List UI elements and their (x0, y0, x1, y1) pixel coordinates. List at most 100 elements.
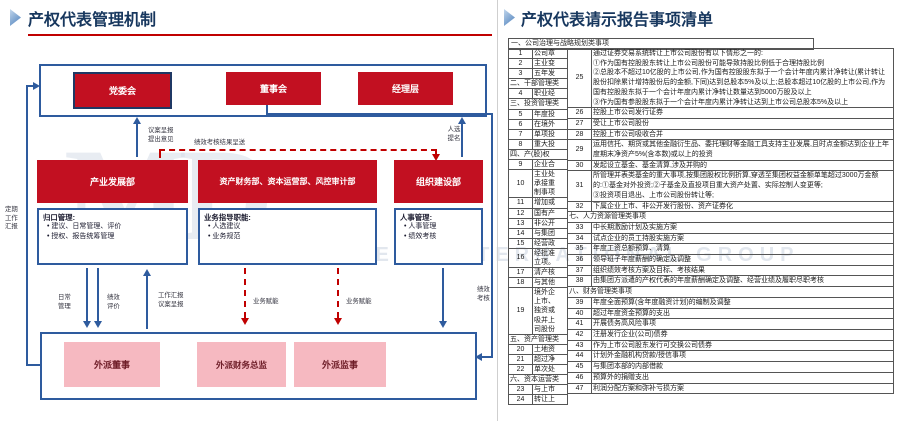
row-number-cell: 47 (567, 382, 592, 395)
row-text-cell: 超过年度资金预算的支出 (591, 307, 894, 320)
row-number-cell: 29 (567, 139, 592, 161)
subbox-hr-mgmt: 人事管理: 人事管理 绩效考核 (394, 208, 483, 265)
row-text-cell: 增加或 (532, 197, 568, 209)
row-number-cell: 16 (508, 247, 533, 269)
row-number-cell: 26 (567, 107, 592, 119)
subbox-business-guidance: 业务指导职能: 人选建议 业务规范 (198, 208, 377, 265)
row-text-cell: 职业经 (532, 88, 568, 100)
row-number-cell: 12 (508, 207, 533, 219)
row-number-cell: 18 (508, 277, 533, 289)
board-loop-line (491, 113, 493, 358)
row-number-cell: 33 (567, 221, 592, 234)
section-cell: 七、人力资源管理类事项 (567, 211, 894, 223)
row-text-cell: 单项投 (532, 128, 568, 140)
row-text-cell: 作为上市公司股东发行可交换公司债券 (591, 339, 894, 352)
subbox-bullet: 授权、报告统筹管理 (43, 232, 182, 242)
label-perf-eval: 绩效 评价 (107, 294, 120, 310)
row-text-cell: 与其他 (532, 277, 568, 289)
label-nomination: 人选 提名 (447, 126, 461, 142)
row-text-cell: 计划外金融机构贷款/授信事项 (591, 350, 894, 363)
row-text-cell: 控股上市公司吸收合并 (591, 128, 894, 141)
row-text-cell: 主业处 承接重 制事项 (532, 169, 568, 199)
row-number-cell: 37 (567, 264, 592, 277)
box-management-layer: 经理层 (358, 72, 453, 105)
row-text-cell: 控股上市公司发行证券 (591, 107, 894, 119)
row-text-cell: 组织绩效考核方案及目标、考核结果 (591, 264, 894, 277)
daily-arrow (86, 268, 88, 322)
perf-result-dash (159, 150, 161, 158)
left-loop-line (26, 85, 34, 87)
subbox-title: 归口管理: (43, 213, 76, 222)
perf-eval-arrow (97, 268, 99, 322)
perf-assess-arrow (442, 268, 444, 322)
row-number-cell: 28 (567, 128, 592, 141)
title-bullet-icon (10, 9, 21, 26)
row-text-cell: 由集团方派遣的产权代表的年度薪酬确定及调整、经营业绩及履职尽职考核 (591, 275, 894, 288)
perf-result-dash (159, 149, 437, 151)
arrowhead (334, 318, 342, 325)
row-text-cell: 国有产 (532, 207, 568, 219)
row-number-cell: 34 (567, 232, 592, 245)
row-number-cell: 25 (567, 47, 592, 109)
label-work-report: 工作汇报 议案呈报 (158, 292, 184, 308)
row-text-cell: 与上市 (532, 384, 568, 396)
row-number-cell: 36 (567, 254, 592, 266)
section-row: 二、干部管理类 (508, 78, 568, 90)
board-loop-line (266, 113, 493, 115)
work-report-arrow (146, 274, 148, 329)
row-number-cell: 8 (508, 138, 533, 150)
arrowhead (241, 318, 249, 325)
row-number-cell: 45 (567, 361, 592, 373)
row-text-cell: 单次处 (532, 363, 568, 376)
row-text-cell: 土地资 (532, 343, 568, 355)
section-cell: 四、产(股)权 (508, 148, 568, 161)
row-text-cell: 与集团 (532, 227, 568, 239)
row-text-cell: 年度工资总额预算、清算 (591, 243, 894, 256)
governance-container (39, 64, 487, 117)
row-number-cell: 46 (567, 371, 592, 384)
subbox-title: 人事管理: (400, 213, 433, 222)
row-text-cell: 经批准 立项。 (532, 247, 568, 269)
row-text-cell: 试点企业的员工持股实施方案 (591, 232, 894, 245)
box-party-committee: 党委会 (73, 72, 172, 109)
row-number-cell: 2 (508, 58, 533, 70)
row-text-cell: 在境外 (532, 118, 568, 130)
row-text-cell: 境外企 上市、 独资或 吸并上 司股份 (532, 287, 568, 335)
row-text-cell: 转让上 (532, 394, 568, 406)
section-cell: 八、财务管理类事项 (567, 286, 894, 298)
row-number-cell: 44 (567, 350, 592, 363)
row-text-cell: 主业变 (532, 58, 568, 70)
row-number-cell: 5 (508, 108, 533, 120)
left-loop-line (26, 85, 28, 366)
row-text-cell: 非公开 (532, 217, 568, 229)
row-number-cell: 14 (508, 227, 533, 239)
section-row: 四、产(股)权 (508, 148, 568, 161)
box-dispatched-cfo: 外派财务总监 (197, 342, 286, 387)
row-number-cell: 39 (567, 296, 592, 309)
box-dispatched-director: 外派董事 (64, 342, 160, 387)
box-dispatched-supervisor: 外派监事 (294, 342, 386, 387)
section-cell: 三、投资管理类 (508, 98, 568, 110)
subbox-bullet: 业务规范 (204, 232, 371, 242)
subbox-centralized-mgmt: 归口管理: 建议、日常管理、评价 授权、报告统筹管理 (37, 208, 188, 265)
